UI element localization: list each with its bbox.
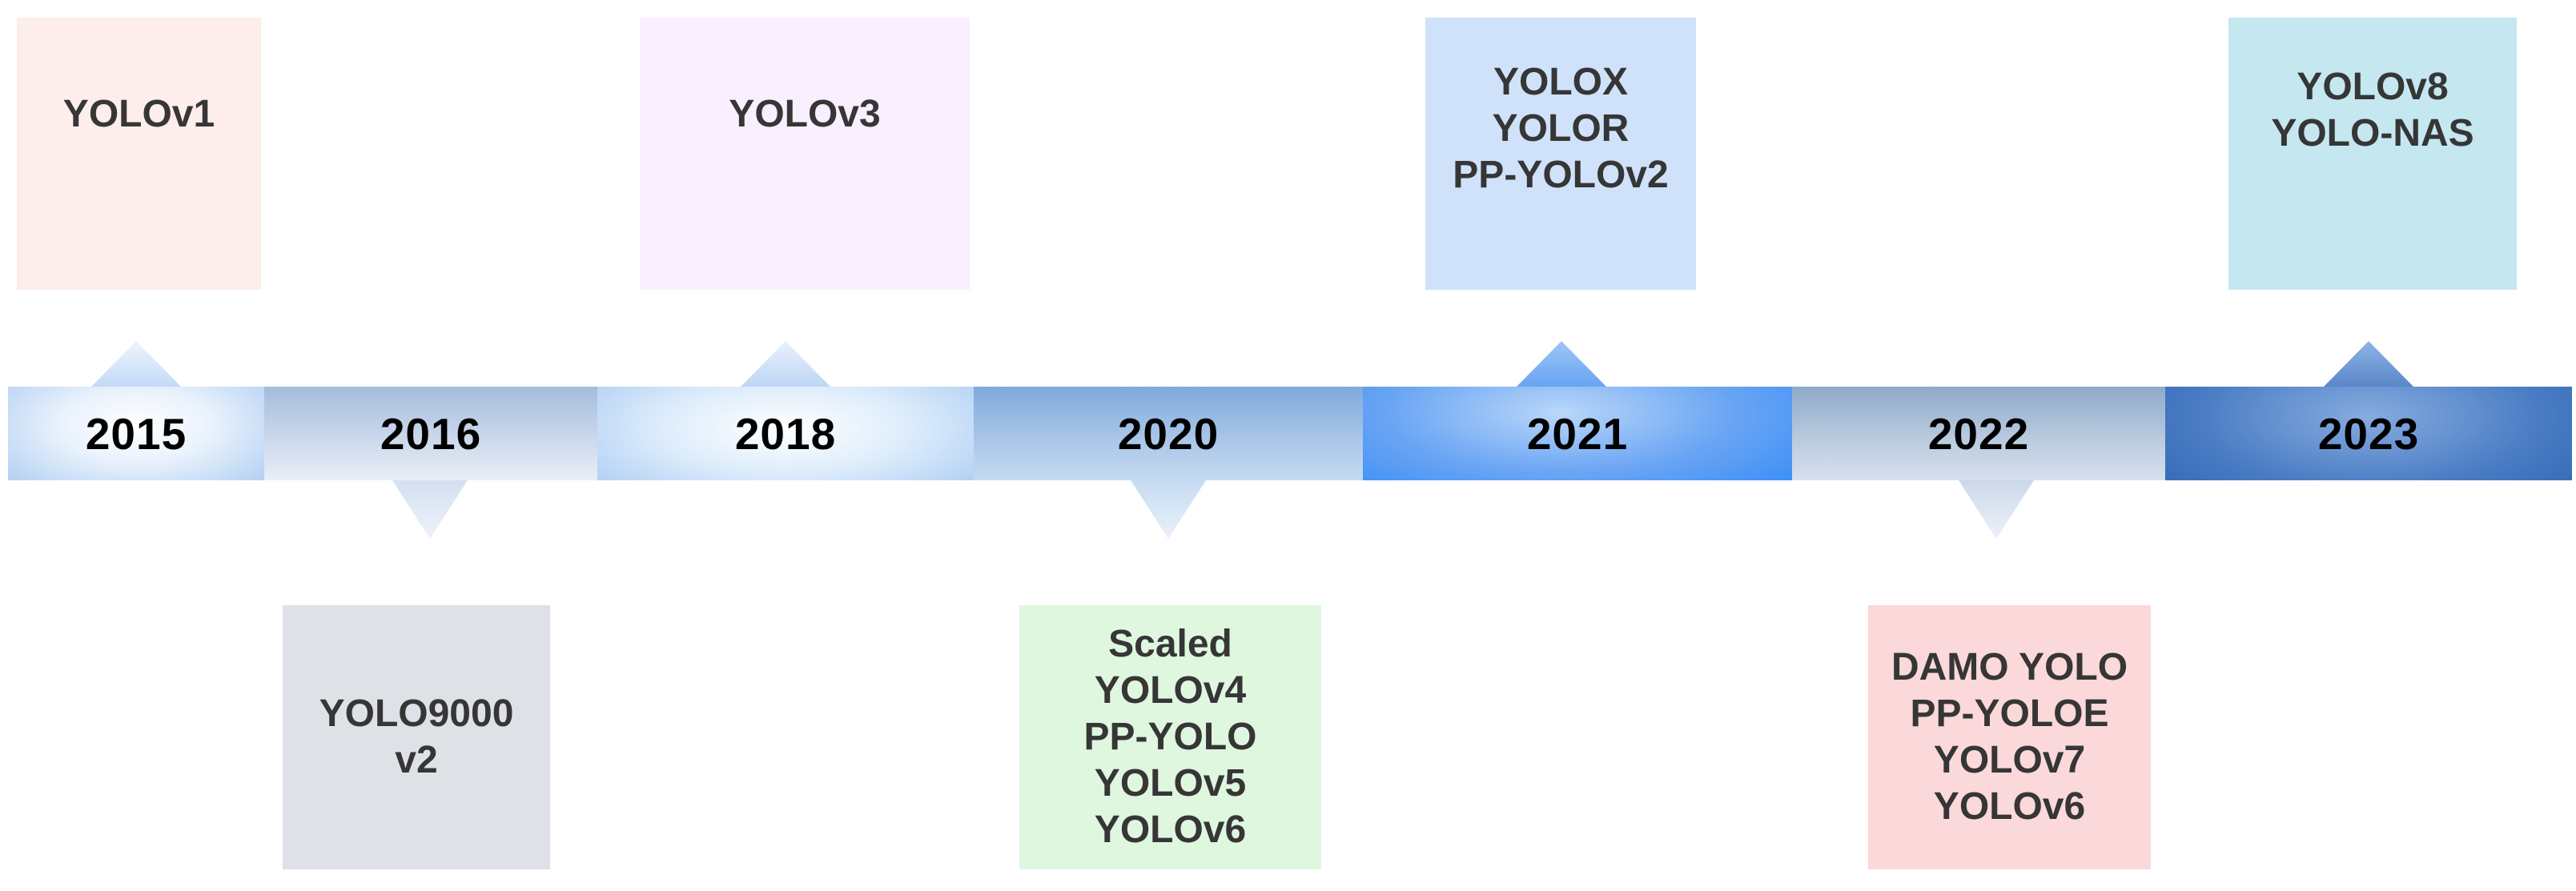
model-name: YOLOv1 bbox=[62, 93, 215, 135]
event-box-2022: DAMO YOLO PP-YOLOE YOLOv7 YOLOv6 bbox=[1868, 605, 2151, 869]
arrow-up-2015-icon bbox=[90, 341, 183, 388]
timeline-segment-2015: 2015 bbox=[8, 387, 264, 480]
arrow-up-2021-icon bbox=[1515, 341, 1608, 388]
year-label: 2016 bbox=[380, 408, 482, 459]
model-name: YOLOv7 bbox=[1933, 739, 2086, 781]
event-box-2015: YOLOv1 bbox=[17, 18, 261, 290]
timeline-segment-2022: 2022 bbox=[1792, 387, 2165, 480]
event-box-2018: YOLOv3 bbox=[640, 18, 970, 290]
year-label: 2022 bbox=[1927, 408, 2030, 459]
model-name: DAMO YOLO bbox=[1891, 646, 2128, 688]
arrow-down-2020-icon bbox=[1131, 480, 1206, 539]
timeline-segment-2023: 2023 bbox=[2165, 387, 2572, 480]
arrow-up-2018-icon bbox=[739, 341, 832, 388]
model-name: YOLOv6 bbox=[1933, 785, 2086, 828]
timeline-segment-2016: 2016 bbox=[264, 387, 597, 480]
event-box-2020: Scaled YOLOv4 PP-YOLO YOLOv5 YOLOv6 bbox=[1019, 605, 1321, 869]
model-name: YOLO9000 bbox=[319, 692, 514, 735]
model-name: YOLOv5 bbox=[1094, 762, 1247, 805]
year-label: 2023 bbox=[2317, 408, 2420, 459]
year-label: 2015 bbox=[85, 408, 187, 459]
timeline-segment-2018: 2018 bbox=[597, 387, 974, 480]
model-name: PP-YOLOE bbox=[1910, 692, 2109, 735]
model-name: YOLOR bbox=[1492, 107, 1630, 150]
model-name: YOLOv3 bbox=[729, 93, 881, 135]
model-name: YOLOv4 bbox=[1094, 669, 1247, 712]
year-label: 2021 bbox=[1526, 408, 1629, 459]
event-box-2021: YOLOX YOLOR PP-YOLOv2 bbox=[1425, 18, 1696, 290]
event-box-2016: YOLO9000 v2 bbox=[283, 605, 550, 869]
timeline-segment-2021: 2021 bbox=[1363, 387, 1792, 480]
model-name: YOLOv6 bbox=[1094, 809, 1247, 851]
model-name: v2 bbox=[395, 739, 438, 781]
model-name: YOLO-NAS bbox=[2271, 112, 2474, 155]
event-box-2023: YOLOv8 YOLO-NAS bbox=[2228, 18, 2517, 290]
arrow-down-2016-icon bbox=[392, 480, 468, 539]
model-name: YOLOX bbox=[1493, 61, 1629, 103]
arrow-down-2022-icon bbox=[1959, 480, 2034, 539]
model-name: Scaled bbox=[1108, 623, 1232, 665]
model-name: YOLOv8 bbox=[2297, 66, 2449, 108]
arrow-up-2023-icon bbox=[2322, 341, 2415, 388]
model-name: PP-YOLO bbox=[1083, 716, 1257, 758]
year-label: 2020 bbox=[1117, 408, 1220, 459]
year-label: 2018 bbox=[734, 408, 837, 459]
timeline-segment-2020: 2020 bbox=[974, 387, 1363, 480]
model-name: PP-YOLOv2 bbox=[1453, 154, 1669, 196]
